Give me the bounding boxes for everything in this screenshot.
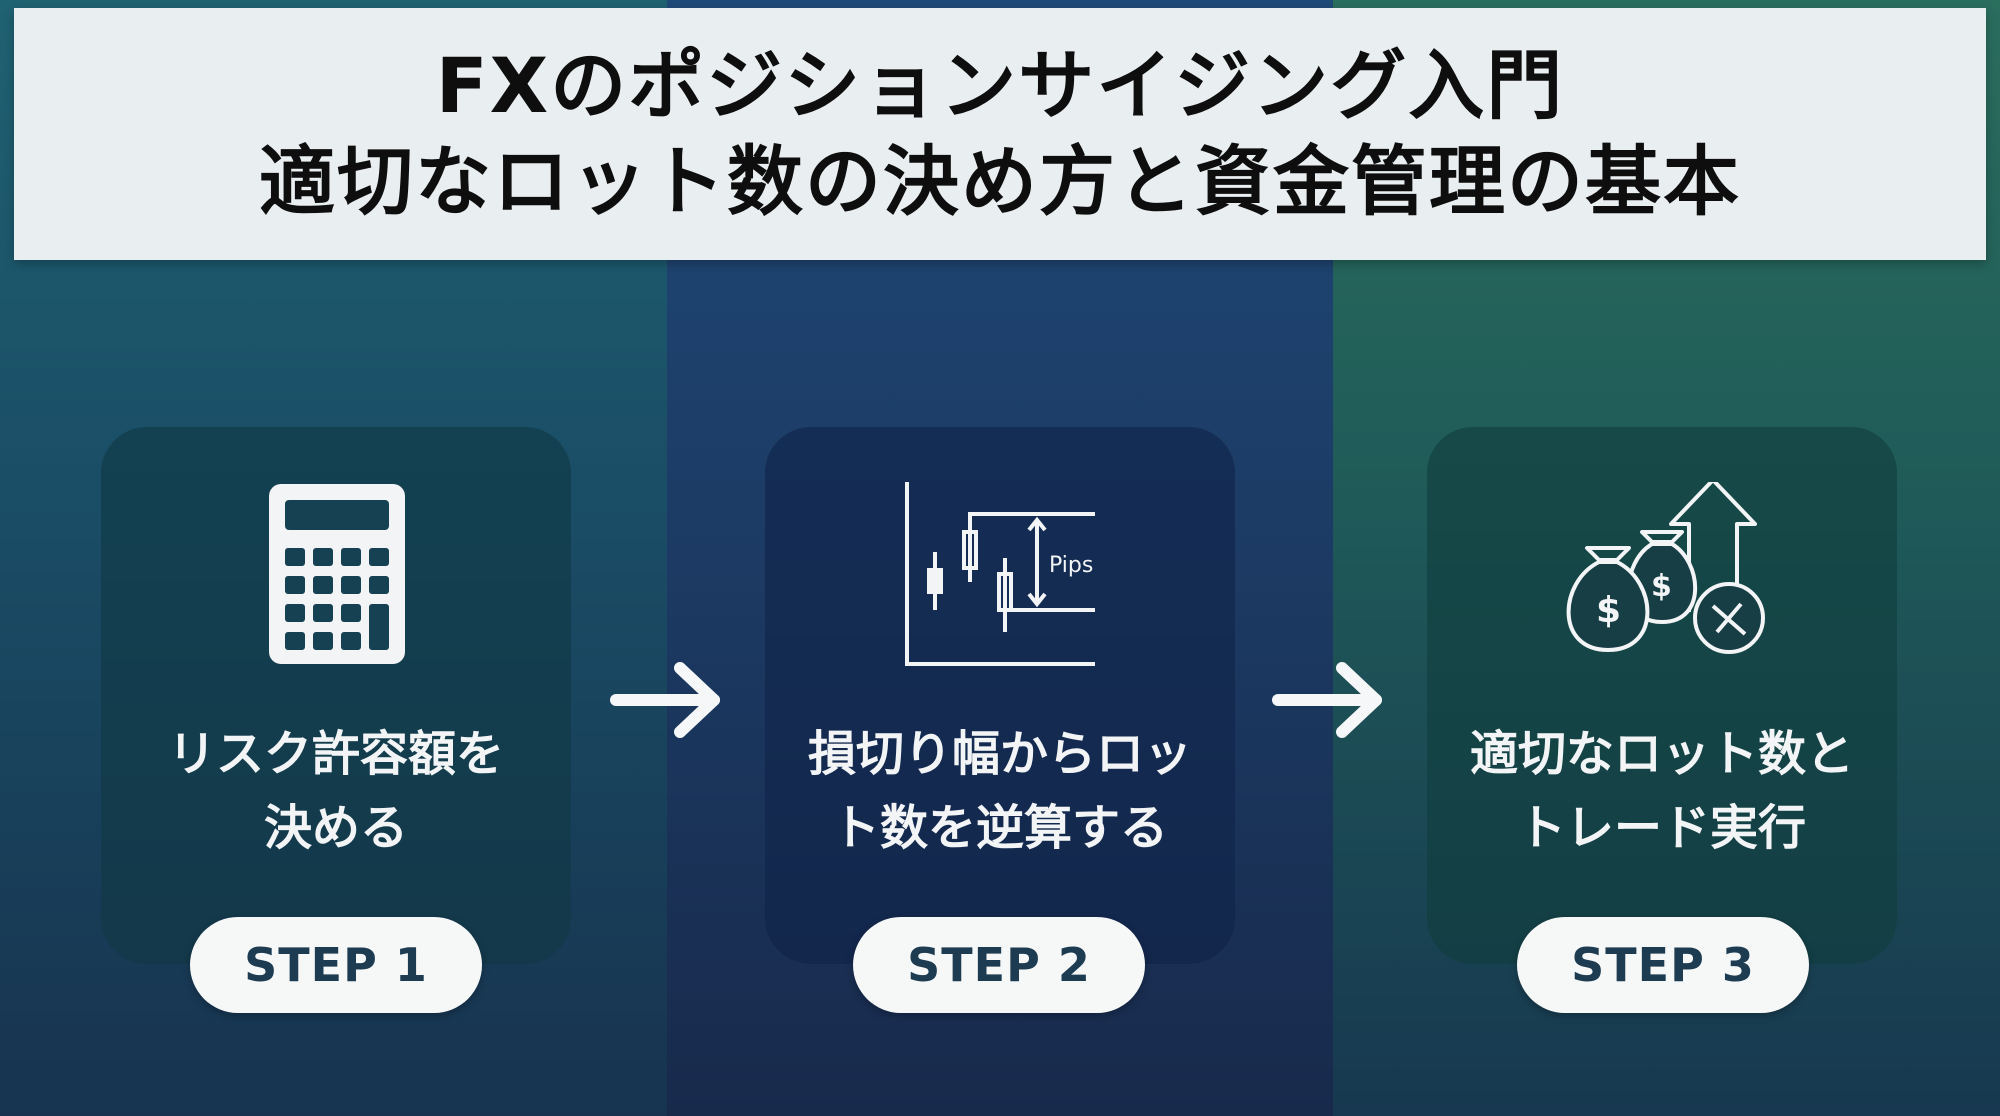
step-card-2: Pips 損切り幅からロッ ト数を逆算する [765,427,1235,964]
right-arrow-icon [610,662,720,738]
step-1-badge: STEP 1 [190,917,482,1013]
step-card-1: リスク許容額を 決める [101,427,571,964]
svg-text:$: $ [1651,569,1672,604]
step-2-text: 損切り幅からロッ ト数を逆算する [807,726,1192,856]
title-line-1: FXのポジションサイジング入門 [435,41,1565,130]
money-bags-icon: $ $ [1566,482,1765,654]
svg-text:$: $ [1596,590,1621,631]
step-3-text: 適切なロット数と トレード実行 [1469,726,1854,856]
right-arrow-icon [1272,662,1382,738]
pips-label: Pips [1049,553,1093,578]
step-3-badge: STEP 3 [1517,917,1809,1013]
title-banner: FXのポジションサイジング入門 適切なロット数の決め方と資金管理の基本 [14,8,1986,260]
candlestick-chart-icon: Pips [905,482,1095,666]
title-line-2: 適切なロット数の決め方と資金管理の基本 [259,137,1741,226]
step-2-badge: STEP 2 [853,917,1145,1013]
step-1-text: リスク許容額を 決める [167,726,504,856]
calculator-icon [269,484,405,664]
step-card-3: $ $ 適切なロット数と トレード実行 [1427,427,1897,964]
